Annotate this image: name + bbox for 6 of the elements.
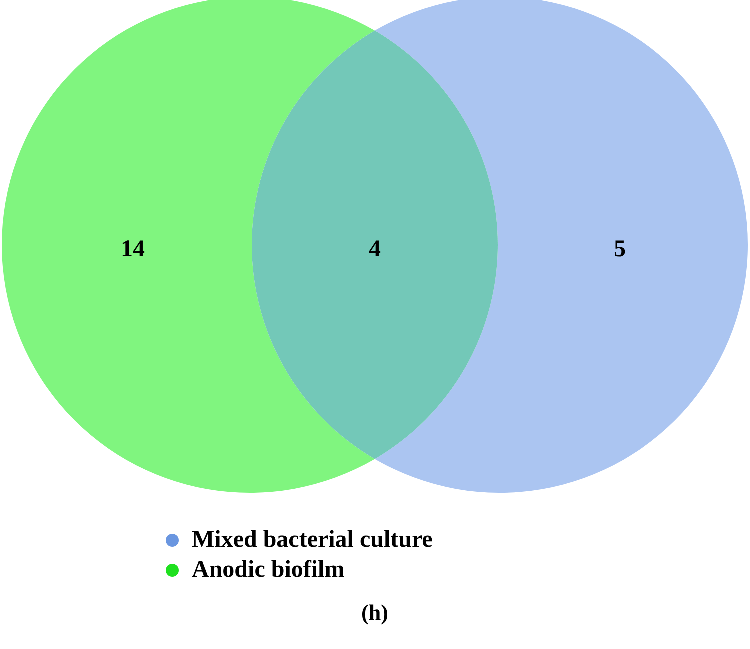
count-label: 5	[614, 236, 626, 264]
legend-label: Mixed bacterial culture	[192, 527, 433, 554]
count-label: 14	[121, 236, 145, 264]
count-label: 4	[369, 236, 381, 264]
legend-label: Anodic biofilm	[192, 557, 345, 584]
caption: (h)	[360, 600, 390, 626]
